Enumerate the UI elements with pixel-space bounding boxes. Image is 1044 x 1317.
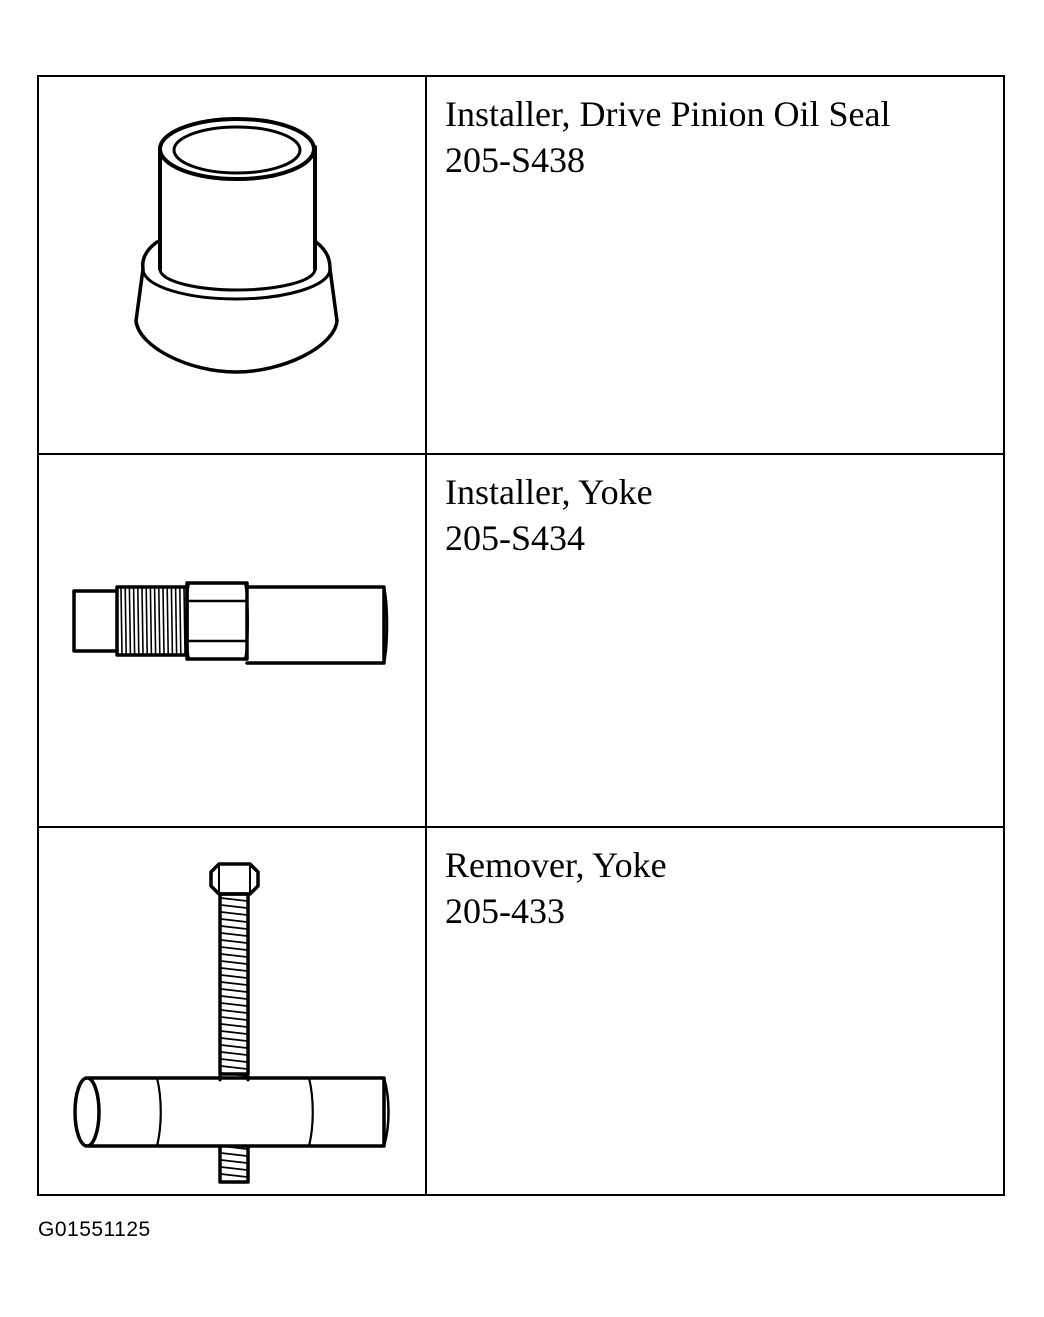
tool-name: Remover, Yoke <box>445 845 667 885</box>
description-cell: Remover, Yoke 205-433 <box>427 828 1003 1196</box>
tool-row: Remover, Yoke 205-433 <box>39 826 1003 1196</box>
illustration-cell <box>39 455 427 826</box>
illustration-cell <box>39 828 427 1196</box>
tool-number: 205-S434 <box>445 518 586 558</box>
yoke-installer-icon <box>72 581 389 665</box>
yoke-remover-icon <box>73 862 390 1184</box>
tool-name: Installer, Yoke <box>445 472 653 512</box>
tool-row: Installer, Yoke 205-S434 <box>39 453 1003 826</box>
description-cell: Installer, Yoke 205-S434 <box>427 455 1003 826</box>
tool-name: Installer, Drive Pinion Oil Seal <box>445 94 891 134</box>
tool-row: Installer, Drive Pinion Oil Seal 205-S43… <box>39 77 1003 453</box>
tool-number: 205-433 <box>445 891 565 931</box>
oil-seal-installer-icon <box>134 117 339 374</box>
special-tools-table: Installer, Drive Pinion Oil Seal 205-S43… <box>37 75 1005 1196</box>
figure-id: G01551125 <box>38 1218 151 1241</box>
illustration-cell <box>39 77 427 453</box>
tool-number: 205-S438 <box>445 140 586 180</box>
description-cell: Installer, Drive Pinion Oil Seal 205-S43… <box>427 77 1003 453</box>
